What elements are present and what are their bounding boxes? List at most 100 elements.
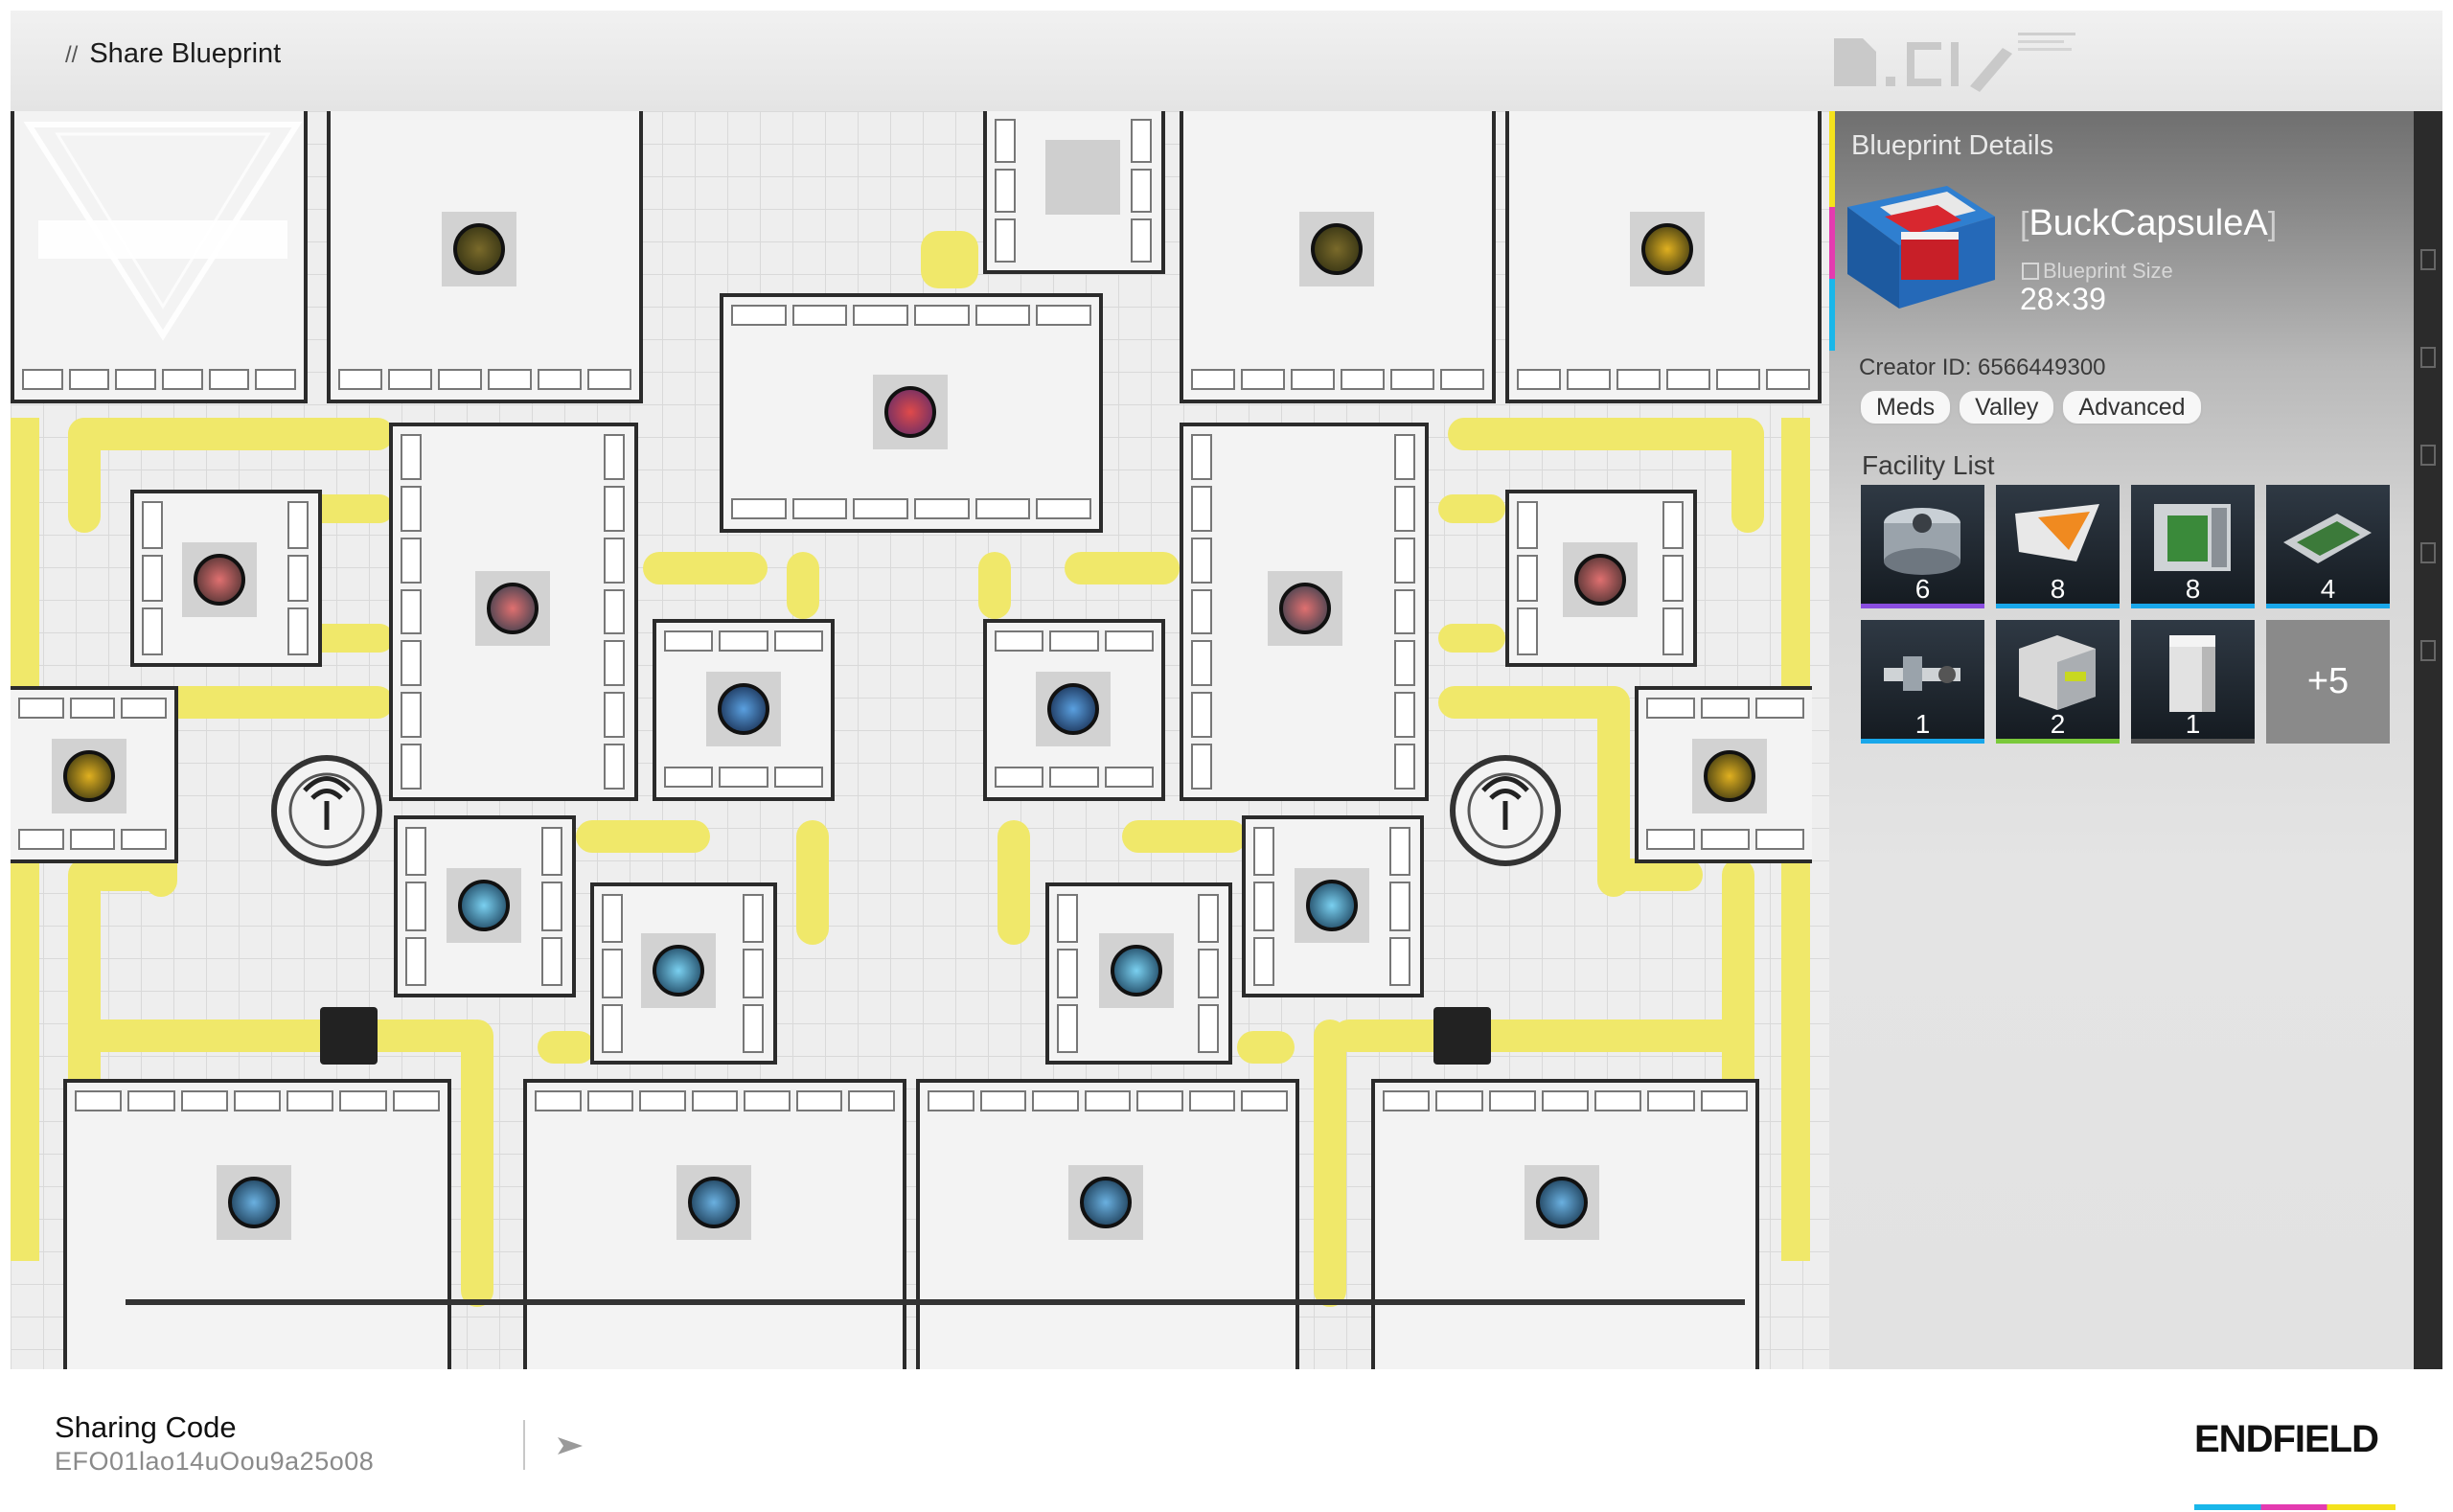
- tag-list: Meds Valley Advanced: [1859, 389, 2203, 425]
- tag-meds: Meds: [1859, 389, 1953, 425]
- sharing-code-value[interactable]: EFO01lao14uOou9a25o08: [55, 1447, 375, 1476]
- conveyor-belt: [978, 552, 1011, 619]
- facility-tile[interactable]: 1: [1861, 620, 1984, 744]
- facility-tile[interactable]: 4: [2266, 485, 2390, 608]
- blueprint-deco-icon: [1834, 33, 2075, 92]
- rarity-bar: [2131, 604, 2255, 608]
- facility-block[interactable]: [1635, 686, 1812, 863]
- conveyor-belt: [997, 820, 1030, 945]
- facility-block[interactable]: [983, 619, 1165, 801]
- rarity-bar: [1861, 604, 1984, 608]
- conveyor-belt: [576, 820, 710, 853]
- title-prefix: //: [65, 42, 79, 68]
- refining-facility-icon[interactable]: [1268, 571, 1342, 646]
- shredding-unit-icon: [2015, 504, 2099, 561]
- power-pylon-icon[interactable]: [264, 748, 389, 873]
- rarity-bar: [1996, 604, 2120, 608]
- shredding-facility-icon[interactable]: [447, 868, 521, 943]
- conveyor-belt: [643, 552, 768, 584]
- planting-facility-icon[interactable]: [1692, 739, 1767, 813]
- size-label-text: Blueprint Size: [2043, 259, 2173, 283]
- conveyor-belt: [1065, 552, 1180, 584]
- shredding-facility-icon[interactable]: [641, 933, 716, 1008]
- rarity-bar: [1861, 739, 1984, 744]
- storage-icon[interactable]: [1045, 140, 1120, 215]
- storage-depot-icon: [2019, 635, 2096, 710]
- blueprint-thumbnail-icon: [1847, 186, 1995, 309]
- planting-unit-icon: [2283, 514, 2372, 563]
- conveyor-belt: [1237, 1031, 1295, 1064]
- creator-id: Creator ID: 6566449300: [1859, 355, 2106, 380]
- facility-count: 4: [2320, 574, 2336, 604]
- facility-tile[interactable]: 1: [2131, 620, 2255, 744]
- belt-splitter-icon[interactable]: [320, 1007, 378, 1065]
- facility-block[interactable]: [130, 490, 322, 667]
- facility-count: 1: [2185, 709, 2201, 739]
- tag-valley: Valley: [1958, 389, 2056, 425]
- map-boundary-line: [126, 1299, 1745, 1305]
- conveyor-belt: [1438, 494, 1505, 523]
- side-markers: [2420, 249, 2436, 738]
- facility-count: 1: [1914, 709, 1931, 739]
- planting-facility-icon[interactable]: [52, 739, 126, 813]
- fitting-facility-icon[interactable]: [217, 1165, 291, 1240]
- belt-splitter-icon[interactable]: [1433, 1007, 1491, 1065]
- planting-facility-icon[interactable]: [1299, 212, 1374, 286]
- rarity-bar: [2131, 739, 2255, 744]
- capsule-output-icon[interactable]: [873, 375, 948, 449]
- refining-facility-icon[interactable]: [182, 542, 257, 617]
- endfield-brand-logo: ENDFIELD: [2194, 1418, 2379, 1460]
- conveyor-belt: [1438, 624, 1505, 653]
- filling-facility-icon[interactable]: [706, 672, 781, 746]
- blueprint-size-value: 28×39: [2020, 282, 2106, 316]
- facility-tile[interactable]: 6: [1861, 485, 1984, 608]
- facility-count: 8: [2185, 574, 2201, 604]
- refining-unit-icon: [1884, 508, 1960, 575]
- power-pylon-icon[interactable]: [1443, 748, 1568, 873]
- planting-facility-icon[interactable]: [1630, 212, 1705, 286]
- panel-title: Blueprint Details: [1851, 130, 2054, 161]
- endfield-industries-logo: [23, 122, 303, 341]
- blueprint-size-label: Blueprint Size: [2022, 259, 2173, 284]
- shredding-facility-icon[interactable]: [1295, 868, 1369, 943]
- blueprint-name: [BuckCapsuleA]: [2020, 203, 2278, 243]
- facility-tile[interactable]: 8: [2131, 485, 2255, 608]
- conveyor-belt: [68, 1019, 490, 1052]
- shredding-facility-icon[interactable]: [1099, 933, 1174, 1008]
- brand-color-strip: [2194, 1504, 2396, 1510]
- conveyor-belt: [796, 820, 829, 945]
- facility-tile[interactable]: 2: [1996, 620, 2120, 744]
- fitting-facility-icon[interactable]: [1068, 1165, 1143, 1240]
- conveyor-belt: [461, 1019, 493, 1307]
- conveyor-belt: [145, 686, 394, 719]
- footer-divider: [523, 1420, 525, 1470]
- fitting-unit-icon: [2154, 504, 2231, 571]
- facility-list-title: Facility List: [1862, 450, 1995, 480]
- conveyor-belt: [1731, 418, 1764, 533]
- conveyor-belt: [787, 552, 819, 619]
- blueprint-name-text: BuckCapsuleA: [2029, 203, 2268, 243]
- rarity-bar: [2266, 604, 2390, 608]
- planting-facility-icon[interactable]: [442, 212, 516, 286]
- conveyor-belt: [68, 418, 101, 533]
- facility-count: 8: [2050, 574, 2066, 604]
- more-facilities-button[interactable]: +5: [2266, 620, 2390, 744]
- refining-facility-icon[interactable]: [1563, 542, 1638, 617]
- sharing-code-label: Sharing Code: [55, 1410, 237, 1444]
- conveyor-belt: [921, 231, 978, 288]
- copy-send-icon[interactable]: [556, 1432, 585, 1460]
- facility-count: 6: [1914, 574, 1931, 604]
- conveyor-belt: [68, 418, 394, 450]
- facility-block[interactable]: [720, 293, 1103, 533]
- conveyor-belt: [308, 624, 394, 653]
- filling-facility-icon[interactable]: [1036, 672, 1111, 746]
- title-text: Share Blueprint: [89, 38, 282, 69]
- conveyor-belt: [1597, 859, 1703, 891]
- top-bar: [11, 11, 2442, 111]
- facility-tile[interactable]: 8: [1996, 485, 2120, 608]
- conveyor-belt: [538, 1031, 595, 1064]
- blueprint-map[interactable]: [11, 111, 1829, 1369]
- fitting-facility-icon[interactable]: [676, 1165, 751, 1240]
- refining-facility-icon[interactable]: [475, 571, 550, 646]
- fitting-facility-icon[interactable]: [1525, 1165, 1599, 1240]
